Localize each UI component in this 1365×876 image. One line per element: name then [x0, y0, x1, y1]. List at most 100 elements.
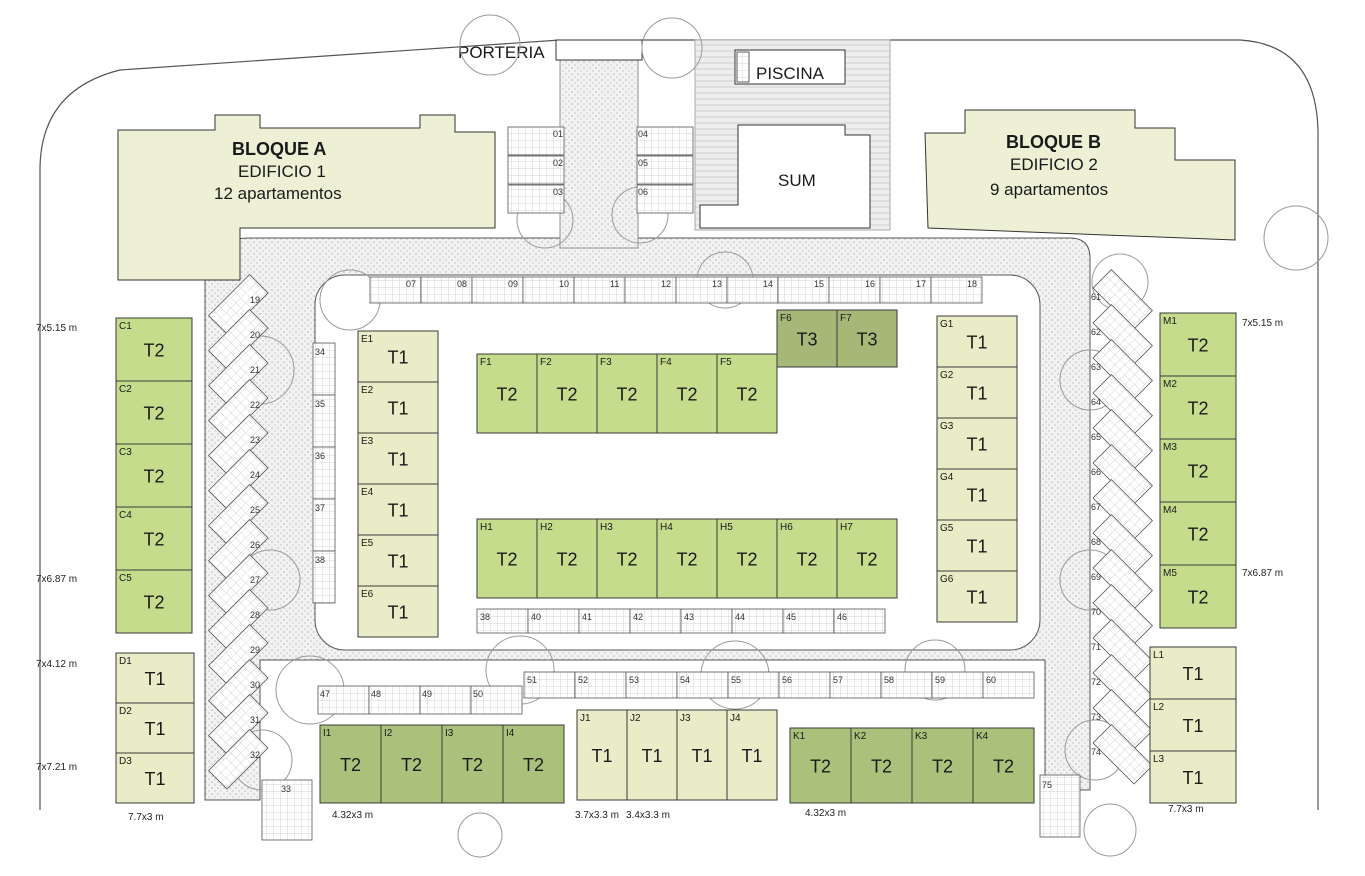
parking-space-40: 40 — [527, 608, 580, 634]
parking-number: 03 — [553, 187, 563, 197]
parking-number: 75 — [1042, 780, 1052, 790]
dim-c-bottom: 7x6.87 m — [36, 574, 77, 585]
parking-space-15: 15 — [777, 276, 830, 304]
parking-number: 28 — [250, 610, 260, 620]
parking-number: 12 — [661, 279, 671, 289]
parking-number: 48 — [371, 689, 381, 699]
unit-code-label: G6 — [940, 574, 954, 585]
unit-code-label: I1 — [323, 728, 332, 739]
parking-space-10: 10 — [522, 276, 575, 304]
parking-number: 04 — [638, 129, 648, 139]
entry-road — [559, 57, 639, 249]
unit-outline — [936, 417, 1018, 470]
parking-number: 73 — [1091, 712, 1101, 722]
parking-number: 23 — [250, 435, 260, 445]
parking-number: 72 — [1091, 677, 1101, 687]
parking-number: 61 — [1091, 292, 1101, 302]
unit-outline — [115, 380, 193, 445]
unit-type-label: T2 — [143, 530, 164, 550]
unit-code-label: F1 — [480, 357, 492, 368]
unit-outline — [972, 727, 1035, 804]
unit-code-label: D1 — [119, 656, 132, 667]
unit-type-label: T2 — [736, 550, 757, 570]
dim-m-bottom: 7x6.87 m — [1242, 568, 1283, 579]
unit-code-label: G3 — [940, 421, 954, 432]
parking-number: 02 — [553, 158, 563, 168]
tree-icon — [1263, 205, 1329, 271]
unit-code-label: C1 — [119, 321, 132, 332]
parking-number: 71 — [1091, 642, 1101, 652]
parking-number: 17 — [916, 279, 926, 289]
parking-space-46: 46 — [833, 608, 886, 634]
parking-space-41: 41 — [578, 608, 631, 634]
parking-number: 05 — [638, 158, 648, 168]
unit-type-label: T1 — [966, 384, 987, 404]
parking-space-48: 48 — [368, 685, 421, 715]
parking-space-17: 17 — [879, 276, 932, 304]
unit-code-label: E4 — [361, 487, 374, 498]
unit-code-label: C3 — [119, 447, 132, 458]
unit-outline — [911, 727, 974, 804]
unit-outline — [936, 366, 1018, 419]
unit-code-label: C5 — [119, 573, 132, 584]
unit-outline — [716, 353, 778, 434]
parking-space-52: 52 — [574, 671, 627, 699]
unit-type-label: T1 — [691, 746, 712, 766]
unit-code-label: D2 — [119, 706, 132, 717]
